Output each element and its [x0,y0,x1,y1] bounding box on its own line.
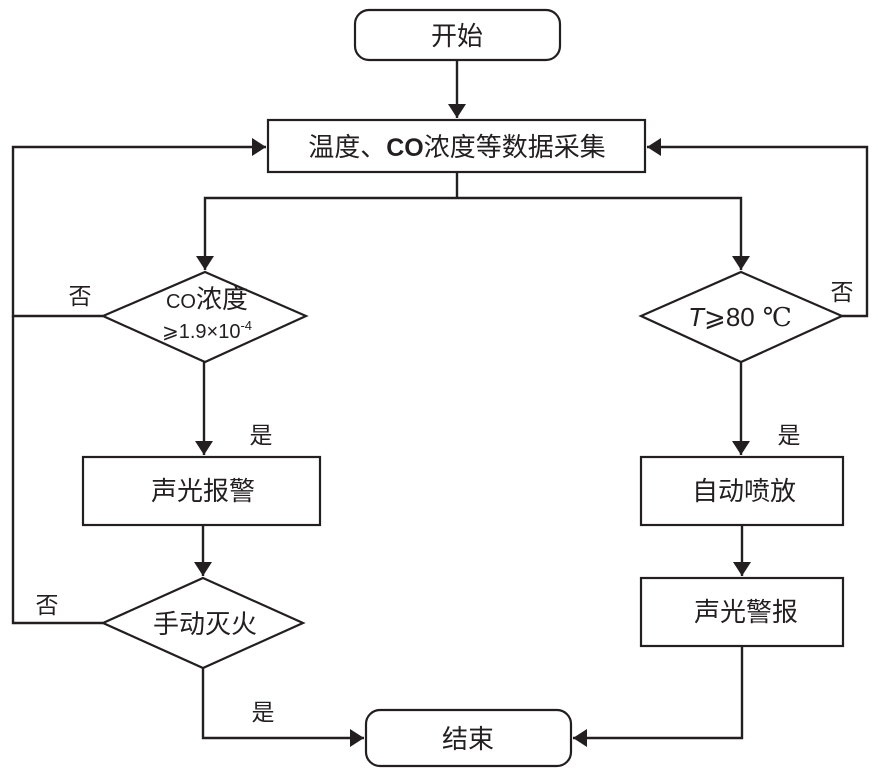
edge-branch-to-co-check [196,196,457,270]
temp-decision-var: T [688,302,706,332]
end-node: 结束 [364,708,573,768]
alarm-right-node: 声光警报 [639,576,845,648]
co-yes-label: 是 [250,423,273,449]
alarm-left-node: 声光报警 [81,455,322,527]
co-decision-suffix: 浓度 [196,285,248,315]
co-decision-value: 1.9×10 [179,321,241,343]
edge-manual-no-loop [11,316,103,625]
manual-fire-label: 手动灭火 [153,610,257,640]
temp-yes-label: 是 [778,423,801,449]
start-label: 开始 [431,22,483,52]
manual-fire-decision: 手动灭火 [100,576,306,670]
manual-no-label: 否 [36,593,59,619]
edge-temp-no-loop [647,138,869,318]
alarm-right-label: 声光警报 [694,598,798,628]
connectors [11,60,869,747]
temp-decision-label: T⩾80 ℃ [688,302,792,333]
edge-branch-to-temp-check [457,196,750,270]
manual-yes-label: 是 [252,700,275,726]
temp-decision-ge: ⩾ [704,302,726,332]
temp-decision-value: 80 [726,302,755,332]
co-decision-exponent: -4 [240,318,252,333]
alarm-left-label: 声光报警 [151,477,255,507]
co-no-label: 否 [69,284,92,310]
data-collection-label: 温度、CO浓度等数据采集 [308,133,606,163]
edge-labels: 否 是 否 是 否 是 [36,280,854,726]
edge-alarm-to-end [573,646,744,747]
start-node: 开始 [353,8,562,62]
data-collection-node: 温度、CO浓度等数据采集 [266,118,647,174]
co-concentration-decision: CO浓度 ⩾1.9×10-4 [100,270,309,364]
collect-label-co: CO [386,134,424,162]
collect-label-prefix: 温度、 [308,133,386,163]
co-decision-co: CO [166,291,196,313]
temp-decision-unit: ℃ [763,303,792,333]
edge-manual-yes [201,668,364,747]
co-decision-ge: ⩾ [162,321,179,343]
temperature-decision: T⩾80 ℃ [638,270,845,364]
auto-spray-node: 自动喷放 [639,455,845,527]
collect-label-suffix: 浓度等数据采集 [424,133,606,163]
edge-co-no-loop [11,138,266,318]
temp-no-label: 否 [831,280,854,306]
co-decision-line2: ⩾1.9×10-4 [162,318,252,343]
end-label: 结束 [442,725,494,755]
auto-spray-label: 自动喷放 [692,477,796,507]
co-decision-line1: CO浓度 [166,285,248,315]
